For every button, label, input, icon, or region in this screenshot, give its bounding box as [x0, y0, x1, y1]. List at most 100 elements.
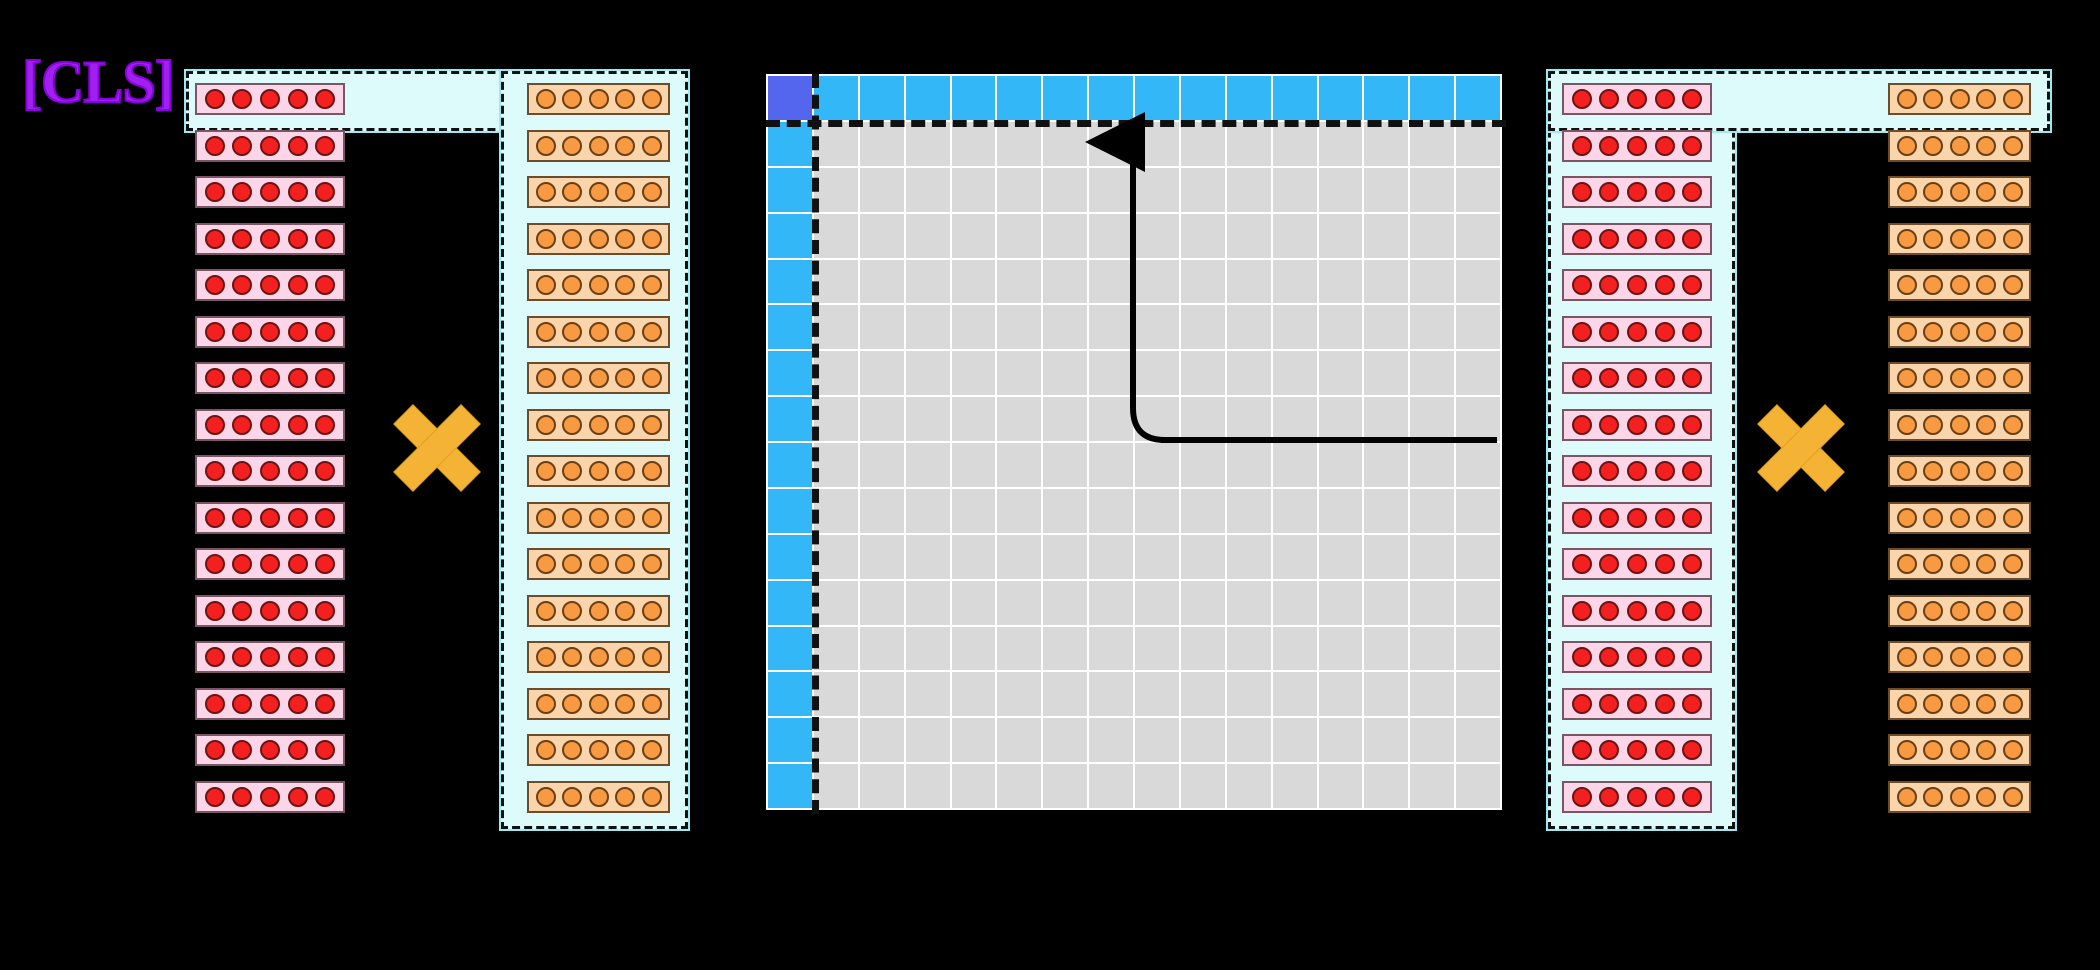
- left-red-row: [195, 269, 345, 301]
- red-token-dot: [1682, 600, 1703, 621]
- matrix-cell: [1089, 213, 1133, 258]
- matrix-cell: [997, 213, 1042, 258]
- red-token-dot: [1654, 786, 1675, 807]
- matrix-cell: [1226, 718, 1271, 763]
- orange-token-dot: [562, 414, 582, 435]
- orange-token-dot: [2002, 135, 2023, 156]
- red-token-dot: [1571, 275, 1592, 295]
- red-token-dot: [315, 554, 336, 574]
- orange-token-dot: [588, 228, 609, 249]
- red-token-dot: [1599, 275, 1620, 295]
- matrix-cell: [1226, 488, 1271, 533]
- orange-token-dot: [1949, 182, 1970, 202]
- matrix-cell: [1043, 121, 1088, 166]
- matrix-cell: [1226, 764, 1271, 808]
- orange-token-dot: [562, 275, 582, 295]
- orange-token-dot: [2002, 368, 2023, 388]
- red-token-dot: [1599, 135, 1620, 156]
- matrix-cell: [1410, 213, 1455, 258]
- matrix-cell: [813, 534, 858, 579]
- orange-token-dot: [1923, 182, 1943, 202]
- matrix-cell: [1272, 305, 1317, 350]
- right-red-row: [1562, 734, 1712, 766]
- matrix-cell: [1318, 718, 1363, 763]
- orange-token-dot: [562, 786, 582, 807]
- red-token-dot: [287, 786, 308, 807]
- matrix-cell: [1043, 672, 1088, 717]
- orange-token-dot: [562, 600, 582, 621]
- orange-token-dot: [641, 414, 662, 435]
- matrix-cell: [1272, 167, 1317, 212]
- matrix-cell: [905, 259, 950, 304]
- matrix-cell: [1135, 167, 1179, 212]
- matrix-cell: [859, 626, 904, 671]
- matrix-cell: [1456, 580, 1500, 625]
- matrix-cell: [1043, 534, 1088, 579]
- matrix-cell: [1272, 213, 1317, 258]
- orange-token-dot: [1923, 414, 1943, 435]
- orange-token-dot: [588, 275, 609, 295]
- orange-token-dot: [2002, 693, 2023, 714]
- matrix-cell: [1135, 305, 1179, 350]
- left-orange-row: [527, 641, 670, 673]
- red-token-dot: [315, 275, 336, 295]
- matrix-cell: [1272, 626, 1317, 671]
- red-token-dot: [204, 89, 225, 109]
- left-red-row: [195, 641, 345, 673]
- red-token-dot: [259, 647, 280, 667]
- orange-token-dot: [641, 321, 662, 342]
- matrix-cell: [859, 580, 904, 625]
- orange-token-dot: [562, 461, 582, 481]
- red-token-dot: [1682, 507, 1703, 528]
- red-token-dot: [204, 693, 225, 714]
- matrix-cell: [905, 764, 950, 808]
- red-token-dot: [287, 507, 308, 528]
- matrix-cell: [1410, 580, 1455, 625]
- matrix-cell: [1456, 121, 1500, 166]
- matrix-cell: [1043, 259, 1088, 304]
- orange-token-dot: [1923, 89, 1943, 109]
- orange-token-dot: [1923, 786, 1943, 807]
- left-orange-row: [527, 129, 670, 162]
- matrix-cls-header-cell: [1089, 76, 1133, 120]
- red-token-dot: [1682, 182, 1703, 202]
- red-token-dot: [287, 461, 308, 481]
- matrix-cell: [813, 351, 858, 396]
- right-orange-row: [1888, 594, 2031, 627]
- matrix-cell: [1318, 764, 1363, 808]
- matrix-cell: [997, 580, 1042, 625]
- matrix-cell: [951, 626, 996, 671]
- red-token-dot: [1654, 89, 1675, 109]
- matrix-cell: [905, 534, 950, 579]
- matrix-cell: [905, 672, 950, 717]
- matrix-cell: [1135, 534, 1179, 579]
- matrix-cell: [1410, 305, 1455, 350]
- matrix-cls-header-cell: [768, 351, 812, 396]
- red-token-dot: [1599, 647, 1620, 667]
- orange-token-dot: [1976, 321, 1996, 342]
- orange-token-dot: [1949, 554, 1970, 574]
- left-red-row: [195, 176, 345, 208]
- matrix-cell: [905, 213, 950, 258]
- matrix-cell: [1180, 121, 1225, 166]
- red-token-dot: [315, 414, 336, 435]
- right-red-row: [1562, 455, 1712, 487]
- left-red-row: [195, 408, 345, 441]
- orange-token-dot: [1923, 135, 1943, 156]
- left-red-row: [195, 734, 345, 766]
- orange-token-dot: [1976, 182, 1996, 202]
- orange-token-dot: [562, 693, 582, 714]
- red-token-dot: [1626, 693, 1647, 714]
- orange-token-dot: [1949, 786, 1970, 807]
- red-token-dot: [259, 89, 280, 109]
- matrix-cls-header-cell: [768, 213, 812, 258]
- red-token-dot: [1654, 507, 1675, 528]
- orange-token-dot: [1896, 786, 1917, 807]
- orange-token-dot: [1923, 275, 1943, 295]
- orange-token-dot: [588, 786, 609, 807]
- right-red-row: [1562, 780, 1712, 813]
- orange-token-dot: [562, 228, 582, 249]
- red-token-dot: [1571, 89, 1592, 109]
- right-red-row: [1562, 594, 1712, 627]
- orange-token-dot: [535, 554, 556, 574]
